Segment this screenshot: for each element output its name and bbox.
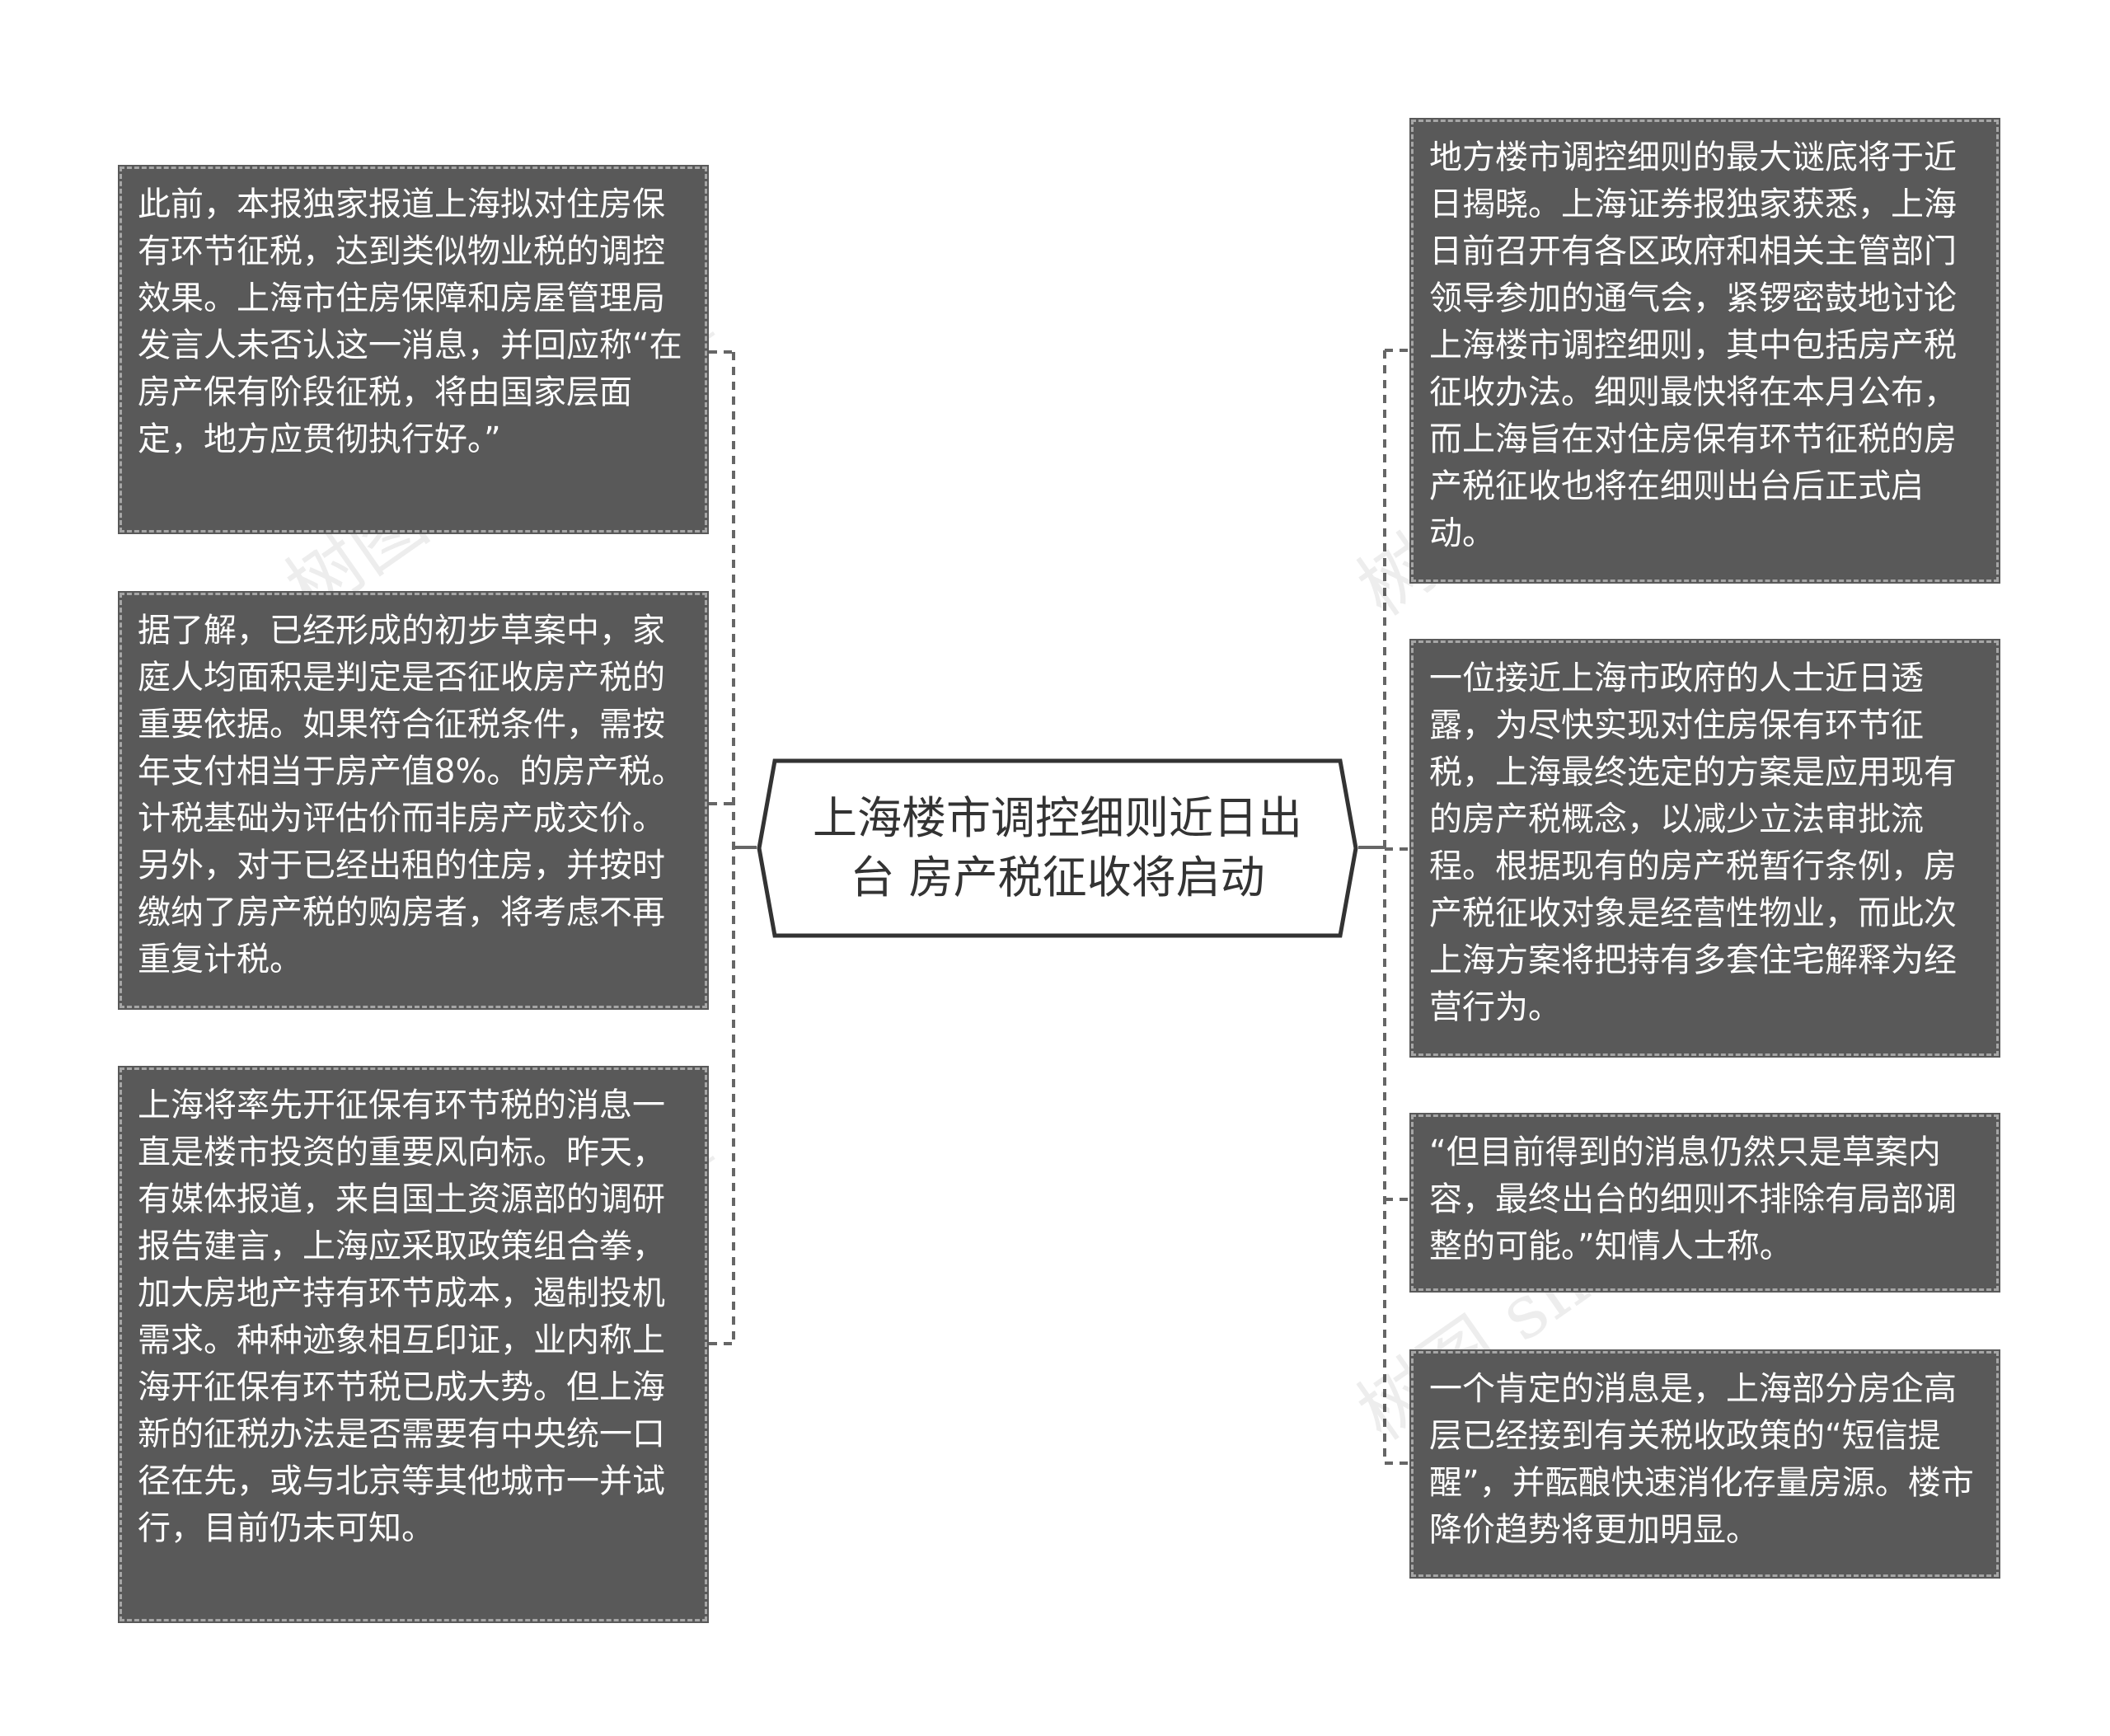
right-node-3[interactable]: “但目前得到的消息仍然只是草案内容，最终出台的细则不排除有局部调整的可能。”知情…: [1409, 1113, 2000, 1293]
center-topic[interactable]: 上海楼市调控细则近日出台 房产税征收将启动: [757, 758, 1358, 938]
center-hexagon-shape: [757, 758, 1358, 938]
left-node-1[interactable]: 此前，本报独家报道上海拟对住房保有环节征税，达到类似物业税的调控效果。上海市住房…: [118, 165, 709, 534]
center-topic-title: 上海楼市调控细则近日出台 房产税征收将启动: [813, 792, 1302, 903]
left-node-3[interactable]: 上海将率先开征保有环节税的消息一直是楼市投资的重要风向标。昨天，有媒体报道，来自…: [118, 1066, 709, 1623]
right-node-2[interactable]: 一位接近上海市政府的人士近日透露，为尽快实现对住房保有环节征税，上海最终选定的方…: [1409, 639, 2000, 1058]
right-node-4[interactable]: 一个肯定的消息是，上海部分房企高层已经接到有关税收政策的“短信提醒”，并酝酿快速…: [1409, 1349, 2000, 1579]
right-node-1[interactable]: 地方楼市调控细则的最大谜底将于近日揭晓。上海证券报独家获悉，上海日前召开有各区政…: [1409, 118, 2000, 584]
left-node-2[interactable]: 据了解，已经形成的初步草案中，家庭人均面积是判定是否征收房产税的重要依据。如果符…: [118, 591, 709, 1010]
